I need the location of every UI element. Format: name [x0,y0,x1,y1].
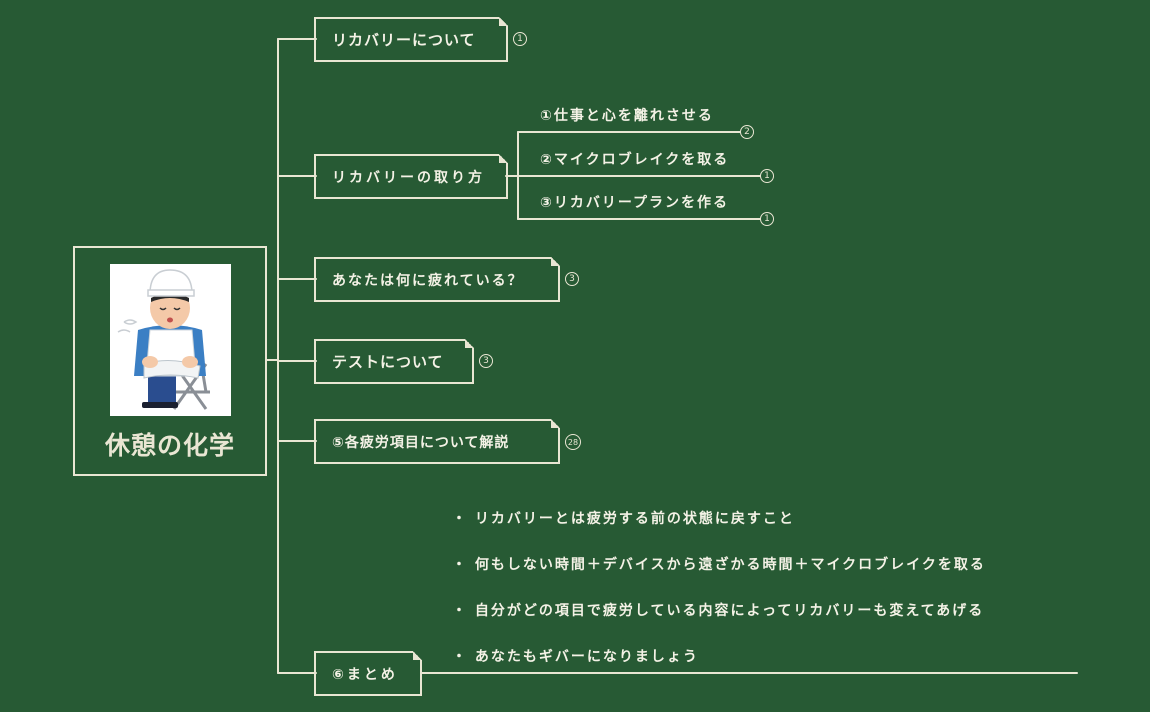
count-badge: 1 [513,32,527,46]
count-badge: 28 [565,434,581,450]
branch-label: リカバリーの取り方 [332,169,485,186]
summary-note: ・ リカバリーとは疲労する前の状態に戻すこと [452,511,795,527]
sub-item-microbreak[interactable]: ②マイクロブレイクを取る [540,152,730,168]
branch-test-about[interactable]: テストについて [314,339,474,384]
resting-person-illustration [110,264,231,416]
sub-item-recovery-plan[interactable]: ③リカバリープランを作る [540,195,730,211]
branch-label: あなたは何に疲れている？ [332,272,524,289]
root-title: 休憩の化学 [104,431,235,460]
branch-label: ⑥まとめ [332,666,398,683]
branch-fatigue-question[interactable]: あなたは何に疲れている？ [314,257,560,302]
count-badge: 1 [760,169,774,183]
sub-item-detach-work[interactable]: ①仕事と心を離れさせる [540,108,714,124]
branch-summary[interactable]: ⑥まとめ [314,651,422,696]
count-badge: 3 [479,354,493,368]
summary-note: ・ 自分がどの項目で疲労している内容によってリカバリーも変えてあげる [452,603,985,619]
count-badge: 3 [565,272,579,286]
branch-fatigue-explanations[interactable]: ⑤各疲労項目について解説 [314,419,560,464]
count-badge: 1 [760,212,774,226]
branch-label: テストについて [332,353,444,371]
count-badge: 2 [740,125,754,139]
branch-label: リカバリーについて [332,31,476,49]
branch-recovery-method[interactable]: リカバリーの取り方 [314,154,508,199]
summary-note: ・ 何もしない時間＋デバイスから遠ざかる時間＋マイクロブレイクを取る [452,557,986,573]
root-node[interactable]: 休憩の化学 [73,246,267,476]
summary-note: ・ あなたもギバーになりましょう [452,649,699,665]
branch-label: ⑤各疲労項目について解説 [332,434,510,451]
branch-recovery-about[interactable]: リカバリーについて [314,17,508,62]
